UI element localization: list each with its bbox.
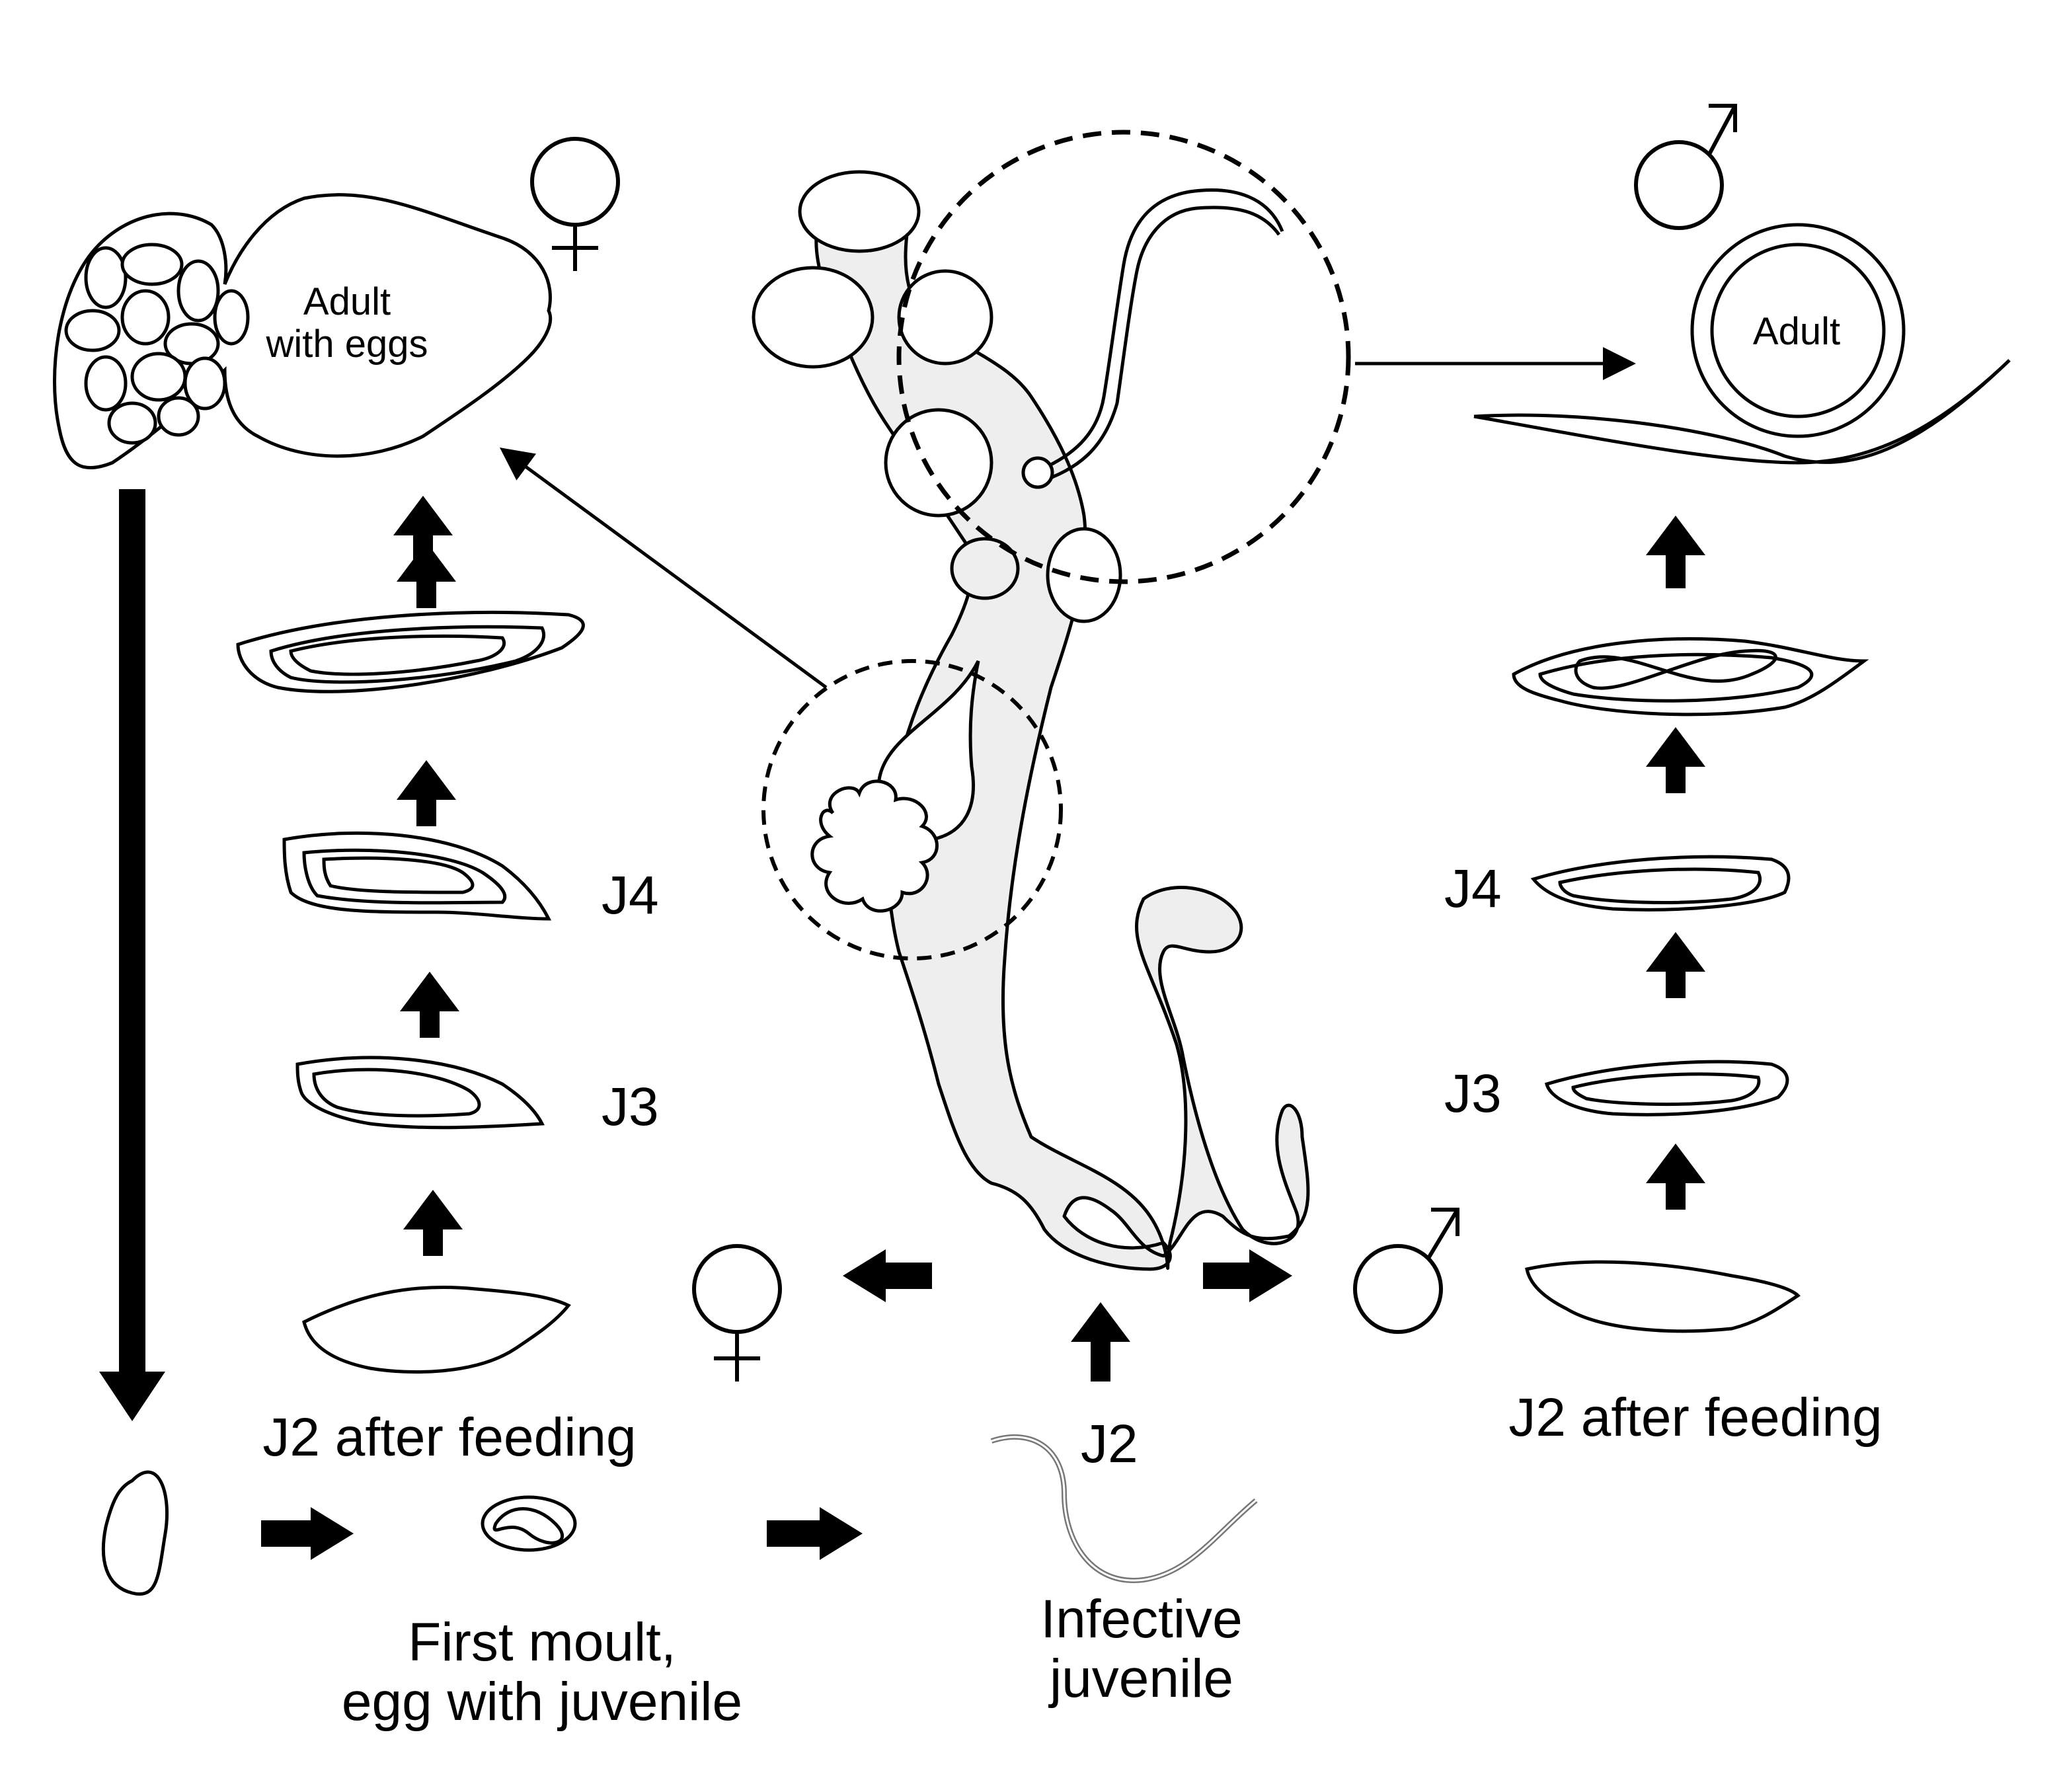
egg-shape bbox=[101, 1470, 169, 1596]
male-symbol-icon bbox=[1634, 104, 1737, 230]
moulted-egg-shape bbox=[481, 1495, 577, 1552]
stage-arrows bbox=[99, 489, 1705, 1560]
arrow-to-adult-female bbox=[499, 448, 828, 689]
adult-female-label: Adult with eggs bbox=[266, 280, 428, 366]
adult-female-with-eggs bbox=[53, 193, 553, 470]
j2-after-feeding-right-label: J2 after feeding bbox=[1508, 1387, 1883, 1448]
male-symbol-icon bbox=[1353, 1208, 1459, 1334]
first-moult-label: First moult, egg with juvenile bbox=[341, 1612, 743, 1733]
j2-infective-label: J2 bbox=[1081, 1414, 1138, 1474]
root-male-nematode bbox=[1021, 188, 1284, 489]
bottom-stages bbox=[101, 1434, 1258, 1596]
j3-right-label: J3 bbox=[1444, 1064, 1502, 1124]
j4-right-label: J4 bbox=[1444, 859, 1502, 919]
infective-juvenile-label: Infective juvenile bbox=[1040, 1589, 1243, 1709]
left-stage-shapes bbox=[236, 610, 585, 1374]
adult-male-label: Adult bbox=[1752, 310, 1841, 353]
j2-after-feeding-left-label: J2 after feeding bbox=[262, 1407, 637, 1467]
j4-left-label: J4 bbox=[602, 865, 659, 925]
right-stage-shapes bbox=[1512, 637, 1869, 1333]
female-symbol-icon bbox=[530, 137, 620, 271]
root-female-nematode bbox=[810, 660, 980, 913]
female-symbol-icon bbox=[692, 1244, 782, 1382]
female-zoom-circle bbox=[761, 659, 1063, 960]
adult-male bbox=[1473, 223, 2011, 465]
j3-left-label: J3 bbox=[602, 1077, 659, 1137]
male-zoom-circle bbox=[896, 130, 1351, 584]
